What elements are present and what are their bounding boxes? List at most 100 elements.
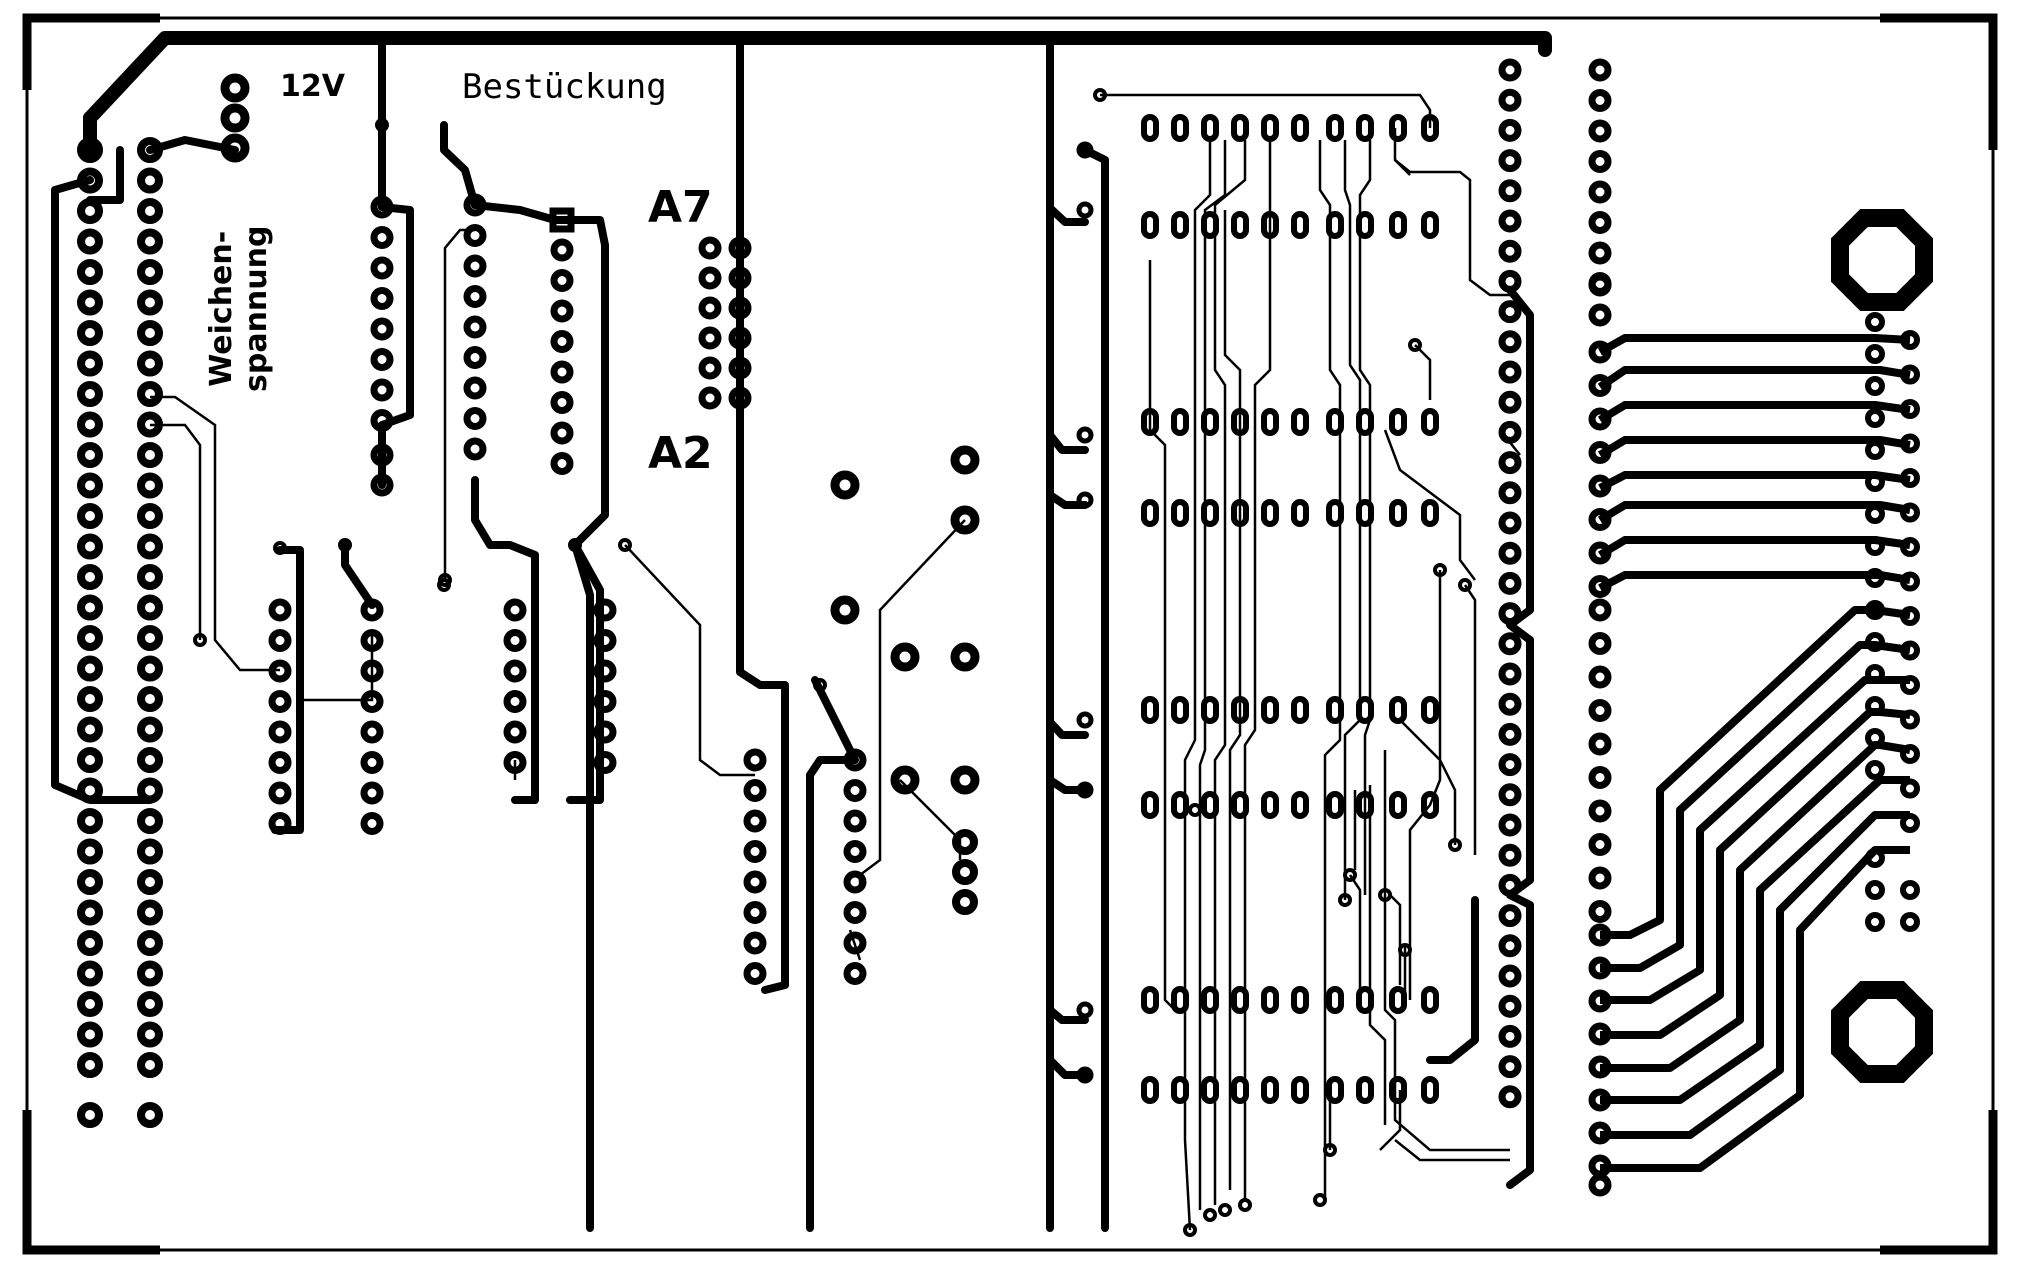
pad xyxy=(1900,880,1920,900)
pad xyxy=(1231,791,1249,819)
pad xyxy=(1231,1076,1249,1104)
pad xyxy=(843,840,867,863)
pad xyxy=(743,840,767,863)
pad xyxy=(370,348,394,371)
pad xyxy=(1498,602,1522,626)
pad xyxy=(1498,58,1522,82)
pad xyxy=(698,356,722,380)
pad xyxy=(549,207,575,233)
pad xyxy=(273,541,287,555)
pad xyxy=(1865,848,1885,868)
pad xyxy=(1498,179,1522,203)
pad xyxy=(1588,541,1612,565)
pad xyxy=(1201,696,1219,724)
pad xyxy=(843,779,867,802)
pad xyxy=(550,452,574,475)
pad xyxy=(1498,753,1522,777)
pad xyxy=(137,869,163,895)
pad xyxy=(1326,499,1344,527)
pad xyxy=(1356,211,1374,239)
pad xyxy=(1356,986,1374,1014)
pad xyxy=(1201,986,1219,1014)
pad xyxy=(1498,481,1522,505)
pad xyxy=(1588,407,1612,431)
pad xyxy=(1498,571,1522,595)
pad xyxy=(137,228,163,255)
pad xyxy=(1433,563,1447,577)
pad xyxy=(743,779,767,802)
pad xyxy=(830,470,860,500)
pad xyxy=(1188,803,1202,817)
pad xyxy=(360,690,384,713)
pad xyxy=(1171,1076,1189,1104)
pad xyxy=(550,391,574,414)
pad xyxy=(360,781,384,805)
pad xyxy=(843,748,867,772)
pad xyxy=(1171,791,1189,819)
pad xyxy=(77,625,103,651)
pad xyxy=(1291,211,1309,239)
pad xyxy=(77,259,103,285)
pad xyxy=(1865,600,1885,620)
pad xyxy=(137,716,163,743)
pad xyxy=(1421,986,1439,1014)
pad xyxy=(1261,986,1279,1014)
pad xyxy=(1389,696,1407,724)
pad xyxy=(1389,211,1407,239)
pad xyxy=(618,538,632,552)
pad xyxy=(77,381,103,407)
pad xyxy=(1865,632,1885,652)
pad xyxy=(137,442,163,468)
pad xyxy=(137,137,163,163)
pad xyxy=(1231,499,1249,527)
pad xyxy=(1498,88,1522,112)
pad xyxy=(1588,303,1612,327)
pad xyxy=(1356,791,1374,819)
pad xyxy=(1588,89,1612,112)
pad xyxy=(1326,114,1344,142)
pad xyxy=(137,564,163,590)
pad xyxy=(77,167,103,194)
pad xyxy=(1231,408,1249,436)
pad xyxy=(1356,696,1374,724)
pad xyxy=(268,751,292,774)
pad xyxy=(1588,632,1612,655)
pad xyxy=(77,411,103,438)
pad xyxy=(137,1021,163,1048)
pad xyxy=(1183,1223,1197,1237)
pad xyxy=(1338,893,1352,907)
pad xyxy=(77,930,103,956)
pad xyxy=(1900,640,1920,661)
pad xyxy=(1498,843,1522,867)
pad xyxy=(77,533,103,560)
pad xyxy=(1900,433,1920,454)
pad xyxy=(550,421,574,445)
pad xyxy=(360,751,384,774)
pad xyxy=(1078,143,1092,157)
pad xyxy=(952,889,978,915)
pad xyxy=(1588,119,1612,143)
pad xyxy=(1389,791,1407,819)
pad xyxy=(1588,900,1612,923)
pad xyxy=(1498,209,1522,233)
pad xyxy=(1498,783,1522,807)
pad xyxy=(137,381,163,407)
pad xyxy=(1231,211,1249,239)
pad xyxy=(1900,502,1920,523)
pad xyxy=(1498,662,1522,686)
pad xyxy=(1378,888,1392,902)
pad xyxy=(137,625,163,651)
pad xyxy=(77,350,103,377)
pad xyxy=(1231,986,1249,1014)
pad xyxy=(503,690,527,713)
pad xyxy=(1141,114,1159,142)
pad xyxy=(77,594,103,621)
pad xyxy=(463,407,487,430)
pad xyxy=(1076,781,1094,799)
pad xyxy=(1291,1076,1309,1104)
pad xyxy=(698,266,722,290)
pad xyxy=(1389,499,1407,527)
pad xyxy=(220,73,250,103)
pad xyxy=(1313,1193,1327,1207)
pad xyxy=(137,503,163,529)
